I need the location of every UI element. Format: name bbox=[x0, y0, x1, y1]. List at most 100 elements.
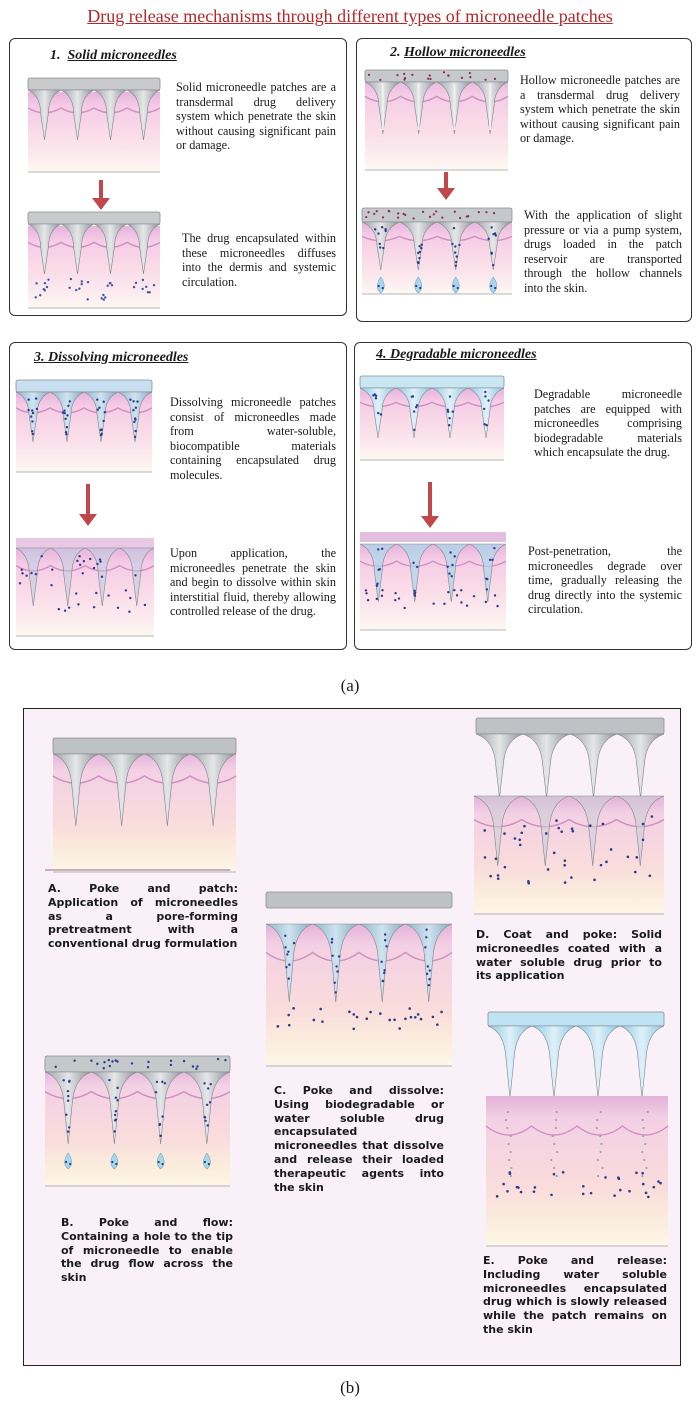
degradable-needle-drug bbox=[483, 422, 486, 426]
solid-needle-2 bbox=[93, 223, 128, 275]
item-d-drug bbox=[648, 874, 652, 878]
hollow-channel-drug bbox=[454, 251, 457, 254]
degradable-released-drug bbox=[472, 594, 476, 598]
item-b-channel-drug bbox=[113, 1119, 117, 1122]
item-e-released-drug bbox=[508, 1172, 512, 1175]
item-d-drug bbox=[560, 830, 563, 833]
dissolving-released-drug bbox=[89, 557, 92, 561]
dissolving-released-drug bbox=[116, 606, 120, 609]
reservoir-drug-2 bbox=[412, 217, 415, 220]
item-b-channel-drug bbox=[66, 1089, 70, 1093]
solid-backing-top bbox=[27, 77, 161, 91]
dissolving-needle-faded bbox=[119, 547, 155, 607]
droplet-dot bbox=[415, 284, 418, 288]
item-c-needle-drug bbox=[330, 941, 334, 944]
solid-diffused-drug bbox=[75, 288, 78, 292]
item-b-channel-drug bbox=[163, 1082, 167, 1085]
item-e-trail bbox=[641, 1150, 644, 1154]
item-c-released-drug bbox=[440, 1010, 443, 1014]
reservoir-drug bbox=[411, 73, 414, 76]
item-e-trail bbox=[555, 1174, 558, 1178]
item-b-channel-drug bbox=[203, 1115, 206, 1119]
item-e-needle bbox=[619, 1025, 665, 1099]
item-e-trail bbox=[641, 1174, 644, 1178]
degradable-needle-drug bbox=[484, 390, 487, 394]
solid-diffused-drug bbox=[42, 287, 45, 291]
hollow-channel-drug bbox=[384, 229, 387, 233]
solid-diffused-drug bbox=[68, 286, 71, 289]
dissolving-needle-drug bbox=[34, 397, 38, 400]
item-d-drug bbox=[544, 832, 548, 835]
item-e-released-drug bbox=[550, 1193, 553, 1197]
item-b-reservoir-drug bbox=[169, 1063, 173, 1067]
reservoir-drug-2 bbox=[381, 216, 385, 219]
item-b-channel-drug bbox=[65, 1113, 68, 1116]
item-b-needle bbox=[183, 1071, 231, 1145]
dissolving-needle-drug bbox=[65, 433, 68, 436]
solid-text-2: The drug encapsulated within these micro… bbox=[182, 231, 336, 289]
epidermis-line bbox=[44, 1090, 231, 1100]
item-b-channel-drug bbox=[203, 1082, 206, 1085]
item-d-needle bbox=[569, 733, 618, 799]
reservoir-drug bbox=[403, 72, 406, 75]
item-c-needle-drug bbox=[425, 928, 428, 931]
dissolving-needle-drug bbox=[30, 415, 33, 418]
dissolving-released-drug bbox=[81, 572, 84, 575]
item-d-drug bbox=[520, 831, 524, 835]
item-b-reservoir-drug bbox=[146, 1065, 150, 1069]
item-d-drug bbox=[626, 855, 630, 859]
item-e-trail bbox=[599, 1110, 602, 1114]
epidermis-line bbox=[473, 818, 665, 828]
degradable-needle-drug bbox=[412, 410, 416, 413]
degradable-text-1: Degradable microneedle patches are equip… bbox=[534, 387, 682, 460]
solid-diffused-drug bbox=[35, 282, 38, 285]
item-e-trail bbox=[645, 1166, 648, 1170]
degradable-needle-drug bbox=[485, 423, 488, 427]
hollow-channel-drug bbox=[418, 256, 421, 260]
item-e-trail bbox=[506, 1126, 509, 1130]
dissolving-needle-drug bbox=[136, 400, 139, 403]
dissolving-needle-drug bbox=[132, 400, 135, 403]
solid-diffused-drug bbox=[104, 296, 107, 299]
item-c-released-drug bbox=[416, 1013, 420, 1016]
item-e-released-drug bbox=[552, 1172, 556, 1176]
item-b-reservoir-drug bbox=[130, 1062, 134, 1065]
degradable-needle-drug-2 bbox=[446, 565, 449, 568]
item-e-trail bbox=[508, 1158, 511, 1162]
item-c-needle bbox=[265, 923, 313, 1003]
item-e-released-drug bbox=[589, 1191, 593, 1195]
solid-needle bbox=[126, 89, 161, 141]
item-c-released-drug bbox=[355, 1015, 359, 1019]
item-c-needle-drug bbox=[288, 963, 291, 966]
item-d-drug bbox=[593, 878, 596, 882]
item-d-drug bbox=[650, 815, 654, 818]
item-b-channel-drug bbox=[68, 1079, 71, 1082]
dissolving-released-drug bbox=[107, 594, 110, 597]
degradable-needle bbox=[395, 387, 433, 439]
item-e-trail bbox=[555, 1110, 558, 1114]
dissolving-needle-drug bbox=[68, 400, 71, 403]
item-b-reservoir-drug bbox=[182, 1059, 186, 1063]
hollow-text-1: Hollow microneedle patches are a transde… bbox=[520, 73, 680, 146]
item-e-released-drug bbox=[581, 1192, 585, 1196]
item-e-released-drug bbox=[506, 1190, 509, 1193]
hollow-channel-drug bbox=[378, 242, 381, 246]
solid-diffused-drug bbox=[141, 278, 145, 282]
reservoir-drug-2 bbox=[435, 210, 438, 213]
item-b-channel-drug bbox=[113, 1130, 116, 1133]
degradable-released-drug bbox=[465, 604, 469, 607]
panel-title-hollow: 2. Hollow microneedles bbox=[390, 45, 526, 60]
reservoir-drug bbox=[429, 77, 432, 81]
solid-diffused-drug bbox=[148, 291, 151, 294]
item-e-trail bbox=[509, 1174, 512, 1178]
item-c-needle-drug bbox=[381, 979, 384, 982]
dissolving-needle-drug bbox=[67, 404, 70, 407]
item-d-drug bbox=[483, 856, 487, 859]
dissolving-released-drug bbox=[99, 560, 102, 563]
dissolving-backing-bottom bbox=[16, 538, 154, 548]
degradable-released-drug bbox=[394, 598, 397, 602]
item-c-released-drug bbox=[352, 1013, 356, 1016]
item-c-needle-drug bbox=[380, 960, 383, 964]
item-e-released-drug bbox=[659, 1181, 662, 1185]
item-b-channel-drug bbox=[208, 1101, 212, 1104]
